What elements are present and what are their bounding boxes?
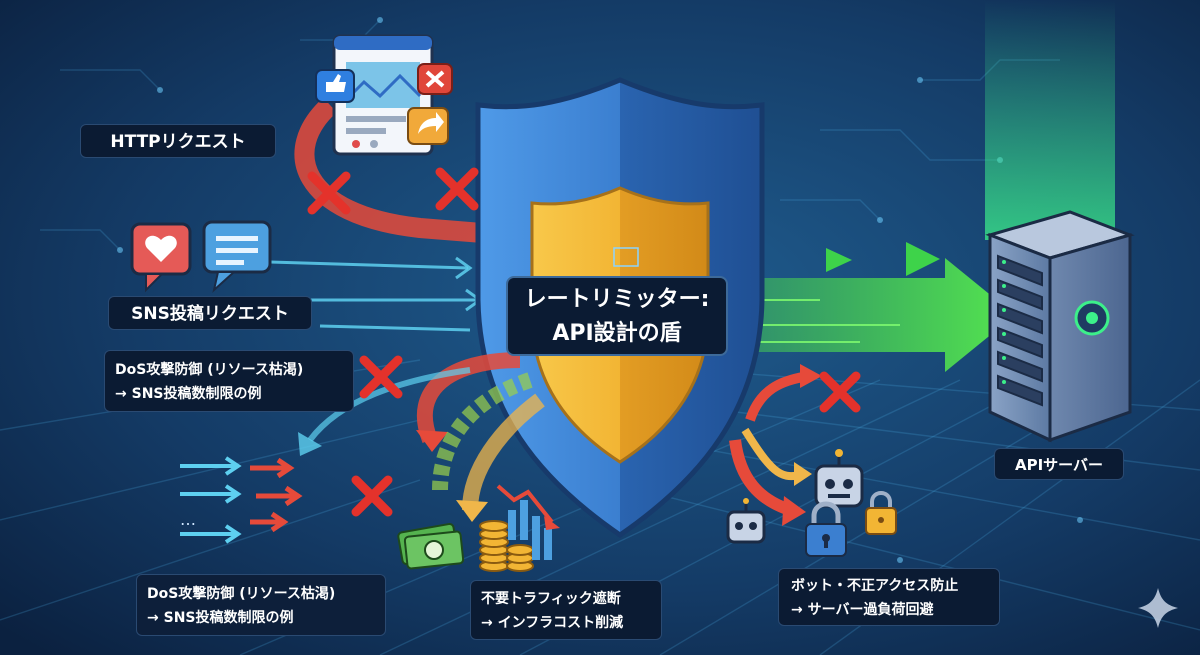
dos-defense-label-upper: DoS攻撃防御 (リソース枯渇) → SNS投稿数制限の例 [104, 350, 354, 412]
coins-icon [479, 520, 534, 572]
cancel-mark-icon [435, 167, 479, 211]
bot-prevention-label: ボット・不正アクセス防止 → サーバー過負荷回避 [778, 568, 1000, 626]
dos-defense-example: → SNS投稿数制限の例 [115, 386, 262, 402]
ellipsis-mark: … [180, 510, 196, 529]
heart-icon [130, 222, 192, 293]
sparkle-icon [1138, 588, 1178, 628]
lock-icon [805, 501, 847, 557]
center-title: レートリミッター: API設計の盾 [506, 276, 728, 356]
cancel-mark-icon [351, 475, 393, 517]
chart-down-icon [496, 484, 560, 560]
sns-request-label: SNS投稿リクエスト [108, 296, 312, 330]
title-line-1: レートリミッター: [524, 287, 710, 312]
chip-icon [613, 247, 639, 267]
dos-defense-example: → SNS投稿数制限の例 [147, 610, 294, 626]
close-icon [417, 63, 453, 95]
cancel-mark-icon [307, 171, 351, 215]
robot-icon [726, 498, 766, 544]
cost-reduction-text: → インフラコスト削減 [481, 615, 624, 631]
traffic-block-title: 不要トラフィック遮断 [481, 591, 621, 607]
like-icon [315, 69, 355, 103]
chat-icon [202, 220, 272, 293]
bot-blocked-arrows [729, 364, 822, 526]
cancel-mark-icon [359, 355, 403, 399]
dos-defense-title: DoS攻撃防御 (リソース枯渇) [115, 362, 304, 378]
blocked-return-arrows [416, 352, 545, 522]
cancel-mark-icon [819, 371, 861, 413]
rate-arrows-left: … [180, 456, 303, 544]
api-server-label: APIサーバー [994, 448, 1124, 480]
title-line-2: API設計の盾 [552, 321, 682, 346]
overload-avoidance-text: → サーバー過負荷回避 [791, 602, 934, 618]
share-icon [407, 107, 449, 145]
http-request-label: HTTPリクエスト [80, 124, 276, 158]
dos-defense-label-lower: DoS攻撃防御 (リソース枯渇) → SNS投稿数制限の例 [136, 574, 386, 636]
traffic-block-label: 不要トラフィック遮断 → インフラコスト削減 [470, 580, 662, 640]
play-arrow-icon [906, 242, 940, 276]
bot-prevention-title: ボット・不正アクセス防止 [791, 578, 959, 594]
server-rack-icon [985, 210, 1135, 443]
robot-icon [814, 449, 864, 508]
money-icon [397, 523, 465, 570]
server-light-beam [985, 0, 1115, 240]
lock-icon [865, 491, 897, 535]
deflected-blue-arrow [298, 367, 471, 456]
dos-defense-title: DoS攻撃防御 (リソース枯渇) [147, 586, 336, 602]
play-arrow-icon [826, 248, 852, 272]
